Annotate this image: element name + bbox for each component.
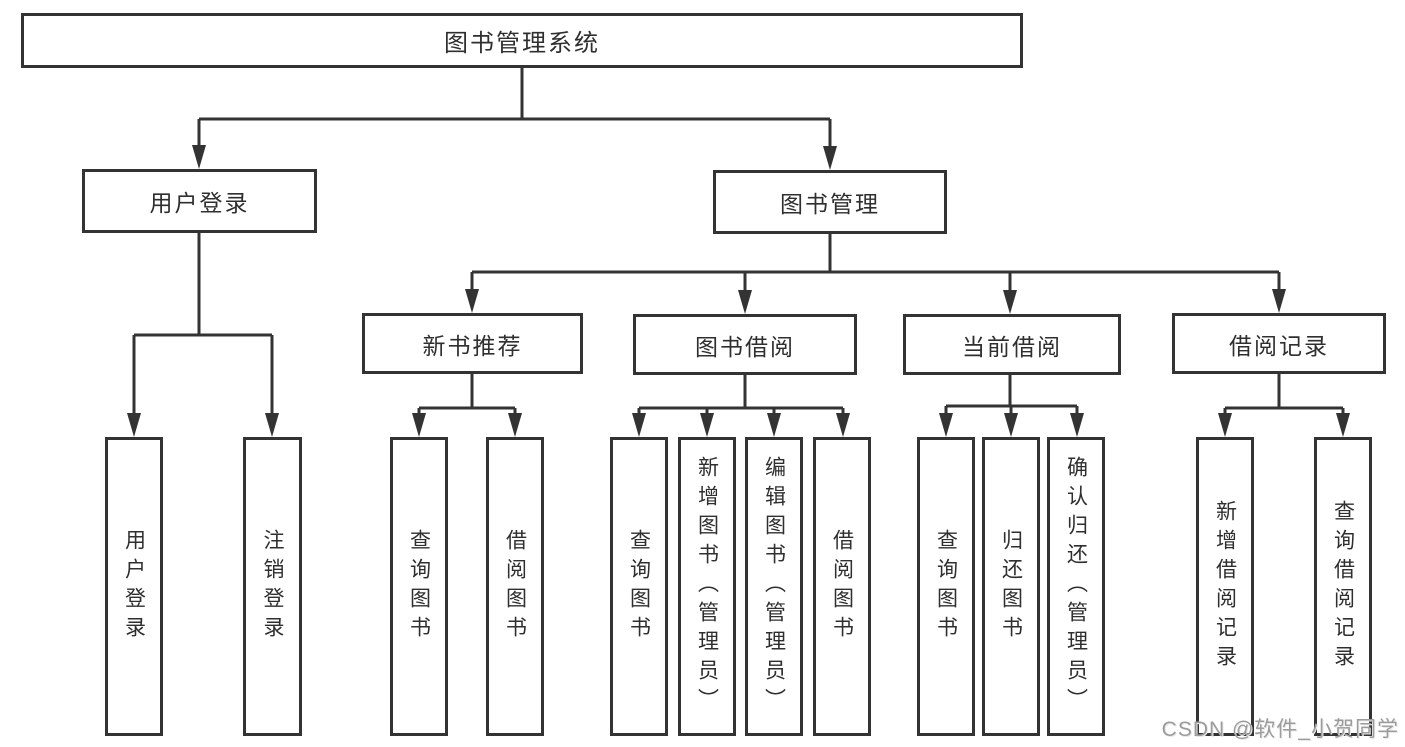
leaf-user-login: 用户登录 — [105, 437, 163, 736]
node-system-root: 图书管理系统 — [21, 13, 1023, 68]
node-user-login-label: 用户登录 — [149, 190, 250, 216]
leaf-confirm-return-admin: 确认归还（管理员） — [1047, 437, 1105, 736]
node-book-management: 图书管理 — [713, 170, 947, 234]
node-book-borrowing-label: 图书借阅 — [695, 333, 795, 360]
leaf-borrow-books-label: 借阅图书 — [830, 528, 854, 645]
leaf-user-login-label: 用户登录 — [122, 528, 146, 645]
leaf-borrow-books-recommend-label: 借阅图书 — [503, 528, 527, 645]
leaf-query-borrow-record-label: 查询借阅记录 — [1331, 499, 1355, 674]
leaf-confirm-return-admin-label: 确认归还（管理员） — [1064, 456, 1088, 717]
leaf-borrow-books-recommend: 借阅图书 — [486, 437, 544, 736]
node-borrowing-records-label: 借阅记录 — [1229, 332, 1329, 359]
csdn-watermark: CSDN @软件_小贺同学 — [1161, 718, 1399, 741]
leaf-query-books-borrow-label: 查询图书 — [627, 528, 651, 645]
leaf-logout: 注销登录 — [243, 437, 302, 736]
leaf-logout-label: 注销登录 — [261, 528, 284, 645]
node-new-book-recommend-label: 新书推荐 — [422, 332, 523, 359]
leaf-return-books-label: 归还图书 — [999, 528, 1023, 645]
leaf-add-books-admin-label: 新增图书（管理员） — [695, 456, 719, 717]
arrowheads — [127, 145, 1350, 437]
node-borrowing-records: 借阅记录 — [1172, 313, 1386, 374]
leaf-query-books-current: 查询图书 — [917, 437, 975, 736]
leaf-query-books-recommend: 查询图书 — [390, 437, 448, 736]
leaf-add-borrow-record: 新增借阅记录 — [1196, 437, 1254, 736]
node-book-management-label: 图书管理 — [780, 191, 880, 217]
leaf-query-books-borrow: 查询图书 — [610, 437, 668, 736]
node-current-borrowing-label: 当前借阅 — [962, 333, 1062, 360]
node-user-login: 用户登录 — [82, 169, 317, 233]
leaf-add-books-admin: 新增图书（管理员） — [678, 437, 736, 736]
node-book-borrowing: 图书借阅 — [633, 314, 857, 375]
leaf-add-borrow-record-label: 新增借阅记录 — [1213, 499, 1237, 674]
leaf-borrow-books: 借阅图书 — [813, 437, 871, 736]
leaf-return-books: 归还图书 — [982, 437, 1040, 736]
leaf-edit-books-admin-label: 编辑图书（管理员） — [762, 456, 786, 717]
leaf-query-borrow-record: 查询借阅记录 — [1314, 437, 1372, 736]
node-current-borrowing: 当前借阅 — [903, 314, 1121, 375]
leaf-query-books-current-label: 查询图书 — [934, 528, 958, 645]
node-system-root-label: 图书管理系统 — [444, 30, 600, 57]
node-new-book-recommend: 新书推荐 — [362, 313, 583, 374]
leaf-query-books-recommend-label: 查询图书 — [407, 528, 431, 645]
leaf-edit-books-admin: 编辑图书（管理员） — [745, 437, 803, 736]
